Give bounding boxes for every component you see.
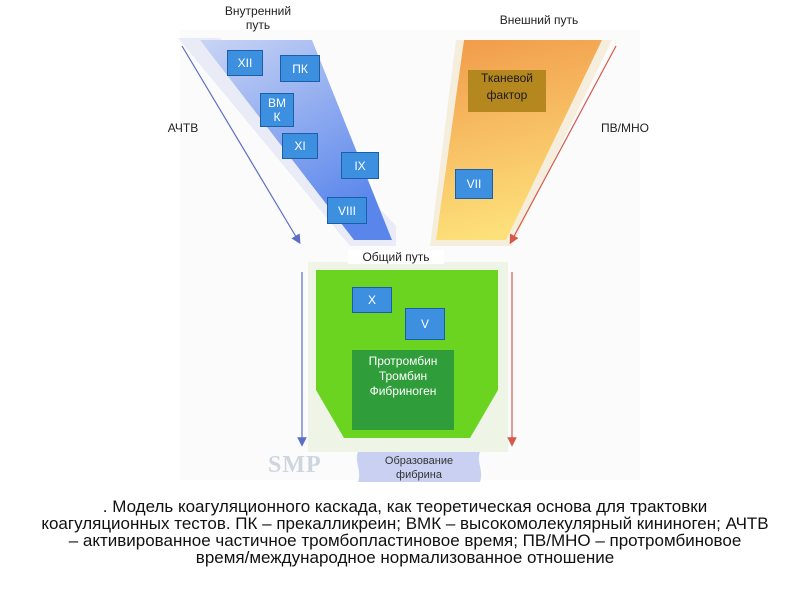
pt-inr-label: ПВ/МНО [601,121,649,135]
factor-vii: VII [455,169,493,199]
thrombin-label: Тромбин [378,369,428,383]
fibrin-formation-shape [356,452,482,482]
factor-x: X [352,287,392,313]
factor-ix: IX [341,152,379,179]
common-pathway-label: Общий путь [348,250,444,264]
factor-xi: XI [282,133,318,159]
aptt-arrow [181,45,301,245]
factor-hmwk: ВМК [260,93,294,127]
factor-pk: ПК [280,55,320,82]
extrinsic-pathway-label: Внешний путь [499,13,579,27]
factor-xii: XII [227,50,263,76]
prothrombin-label: Протромбин [368,354,438,368]
prothrombin-thrombin-fibrinogen: Протромбин Тромбин Фибриноген [352,350,454,430]
smp-watermark: SMP [268,452,322,478]
fibrin-formation-label: Образование фибрина [384,455,454,481]
factor-viii: VIII [327,197,367,224]
tissue-factor: Тканевой фактор [468,70,546,112]
aptt-label: АЧТВ [167,121,199,135]
factor-v: V [405,308,445,340]
fibrinogen-label: Фибриноген [369,384,437,398]
intrinsic-pathway-label: Внутренний путь [224,4,292,32]
figure-caption: . Модель коагуляционного каскада, как те… [41,497,769,567]
pt-arrow [509,45,617,245]
